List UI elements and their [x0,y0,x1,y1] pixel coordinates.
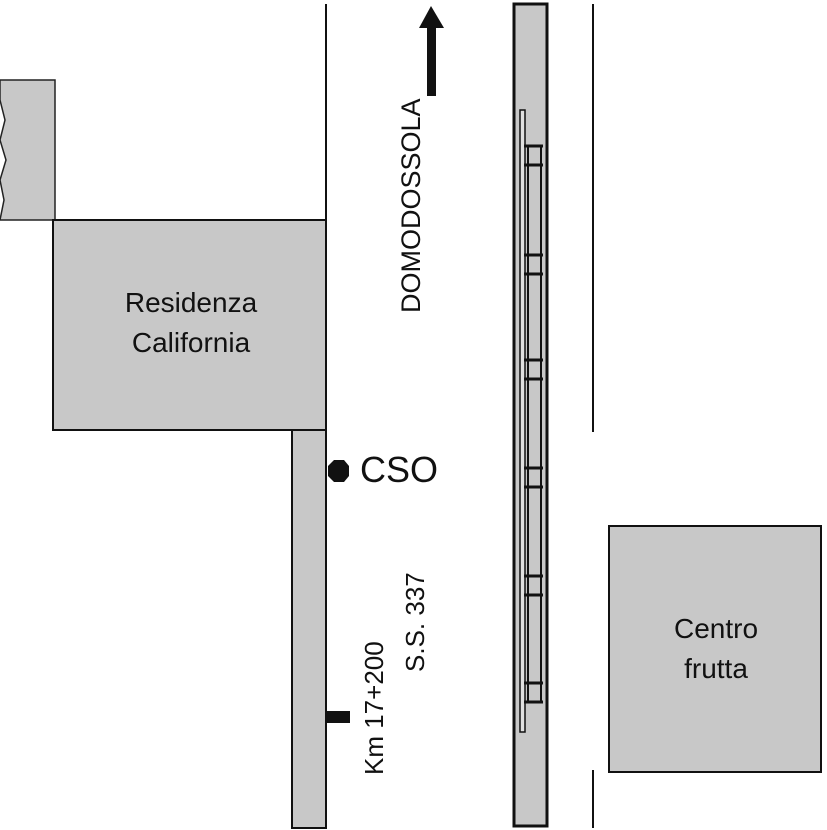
building-fragment [0,79,56,221]
residenza-label-line1: Residenza [125,287,258,318]
road-label: S.S. 337 [400,572,430,672]
km-label: Km 17+200 [359,641,389,775]
cso-label: CSO [360,449,438,490]
sidewalk-strip [291,429,327,829]
direction-arrow-icon [419,6,444,96]
cso-marker-icon [328,460,349,482]
building-residenza-california [52,219,327,431]
building-centro-frutta [608,525,822,773]
centro-label-line2: frutta [684,653,748,684]
centro-label-line1: Centro [674,613,758,644]
direction-label: DOMODOSSOLA [396,98,426,313]
residenza-label-line2: California [132,327,251,358]
median-barrier [519,109,543,733]
km-marker-icon [326,711,350,723]
